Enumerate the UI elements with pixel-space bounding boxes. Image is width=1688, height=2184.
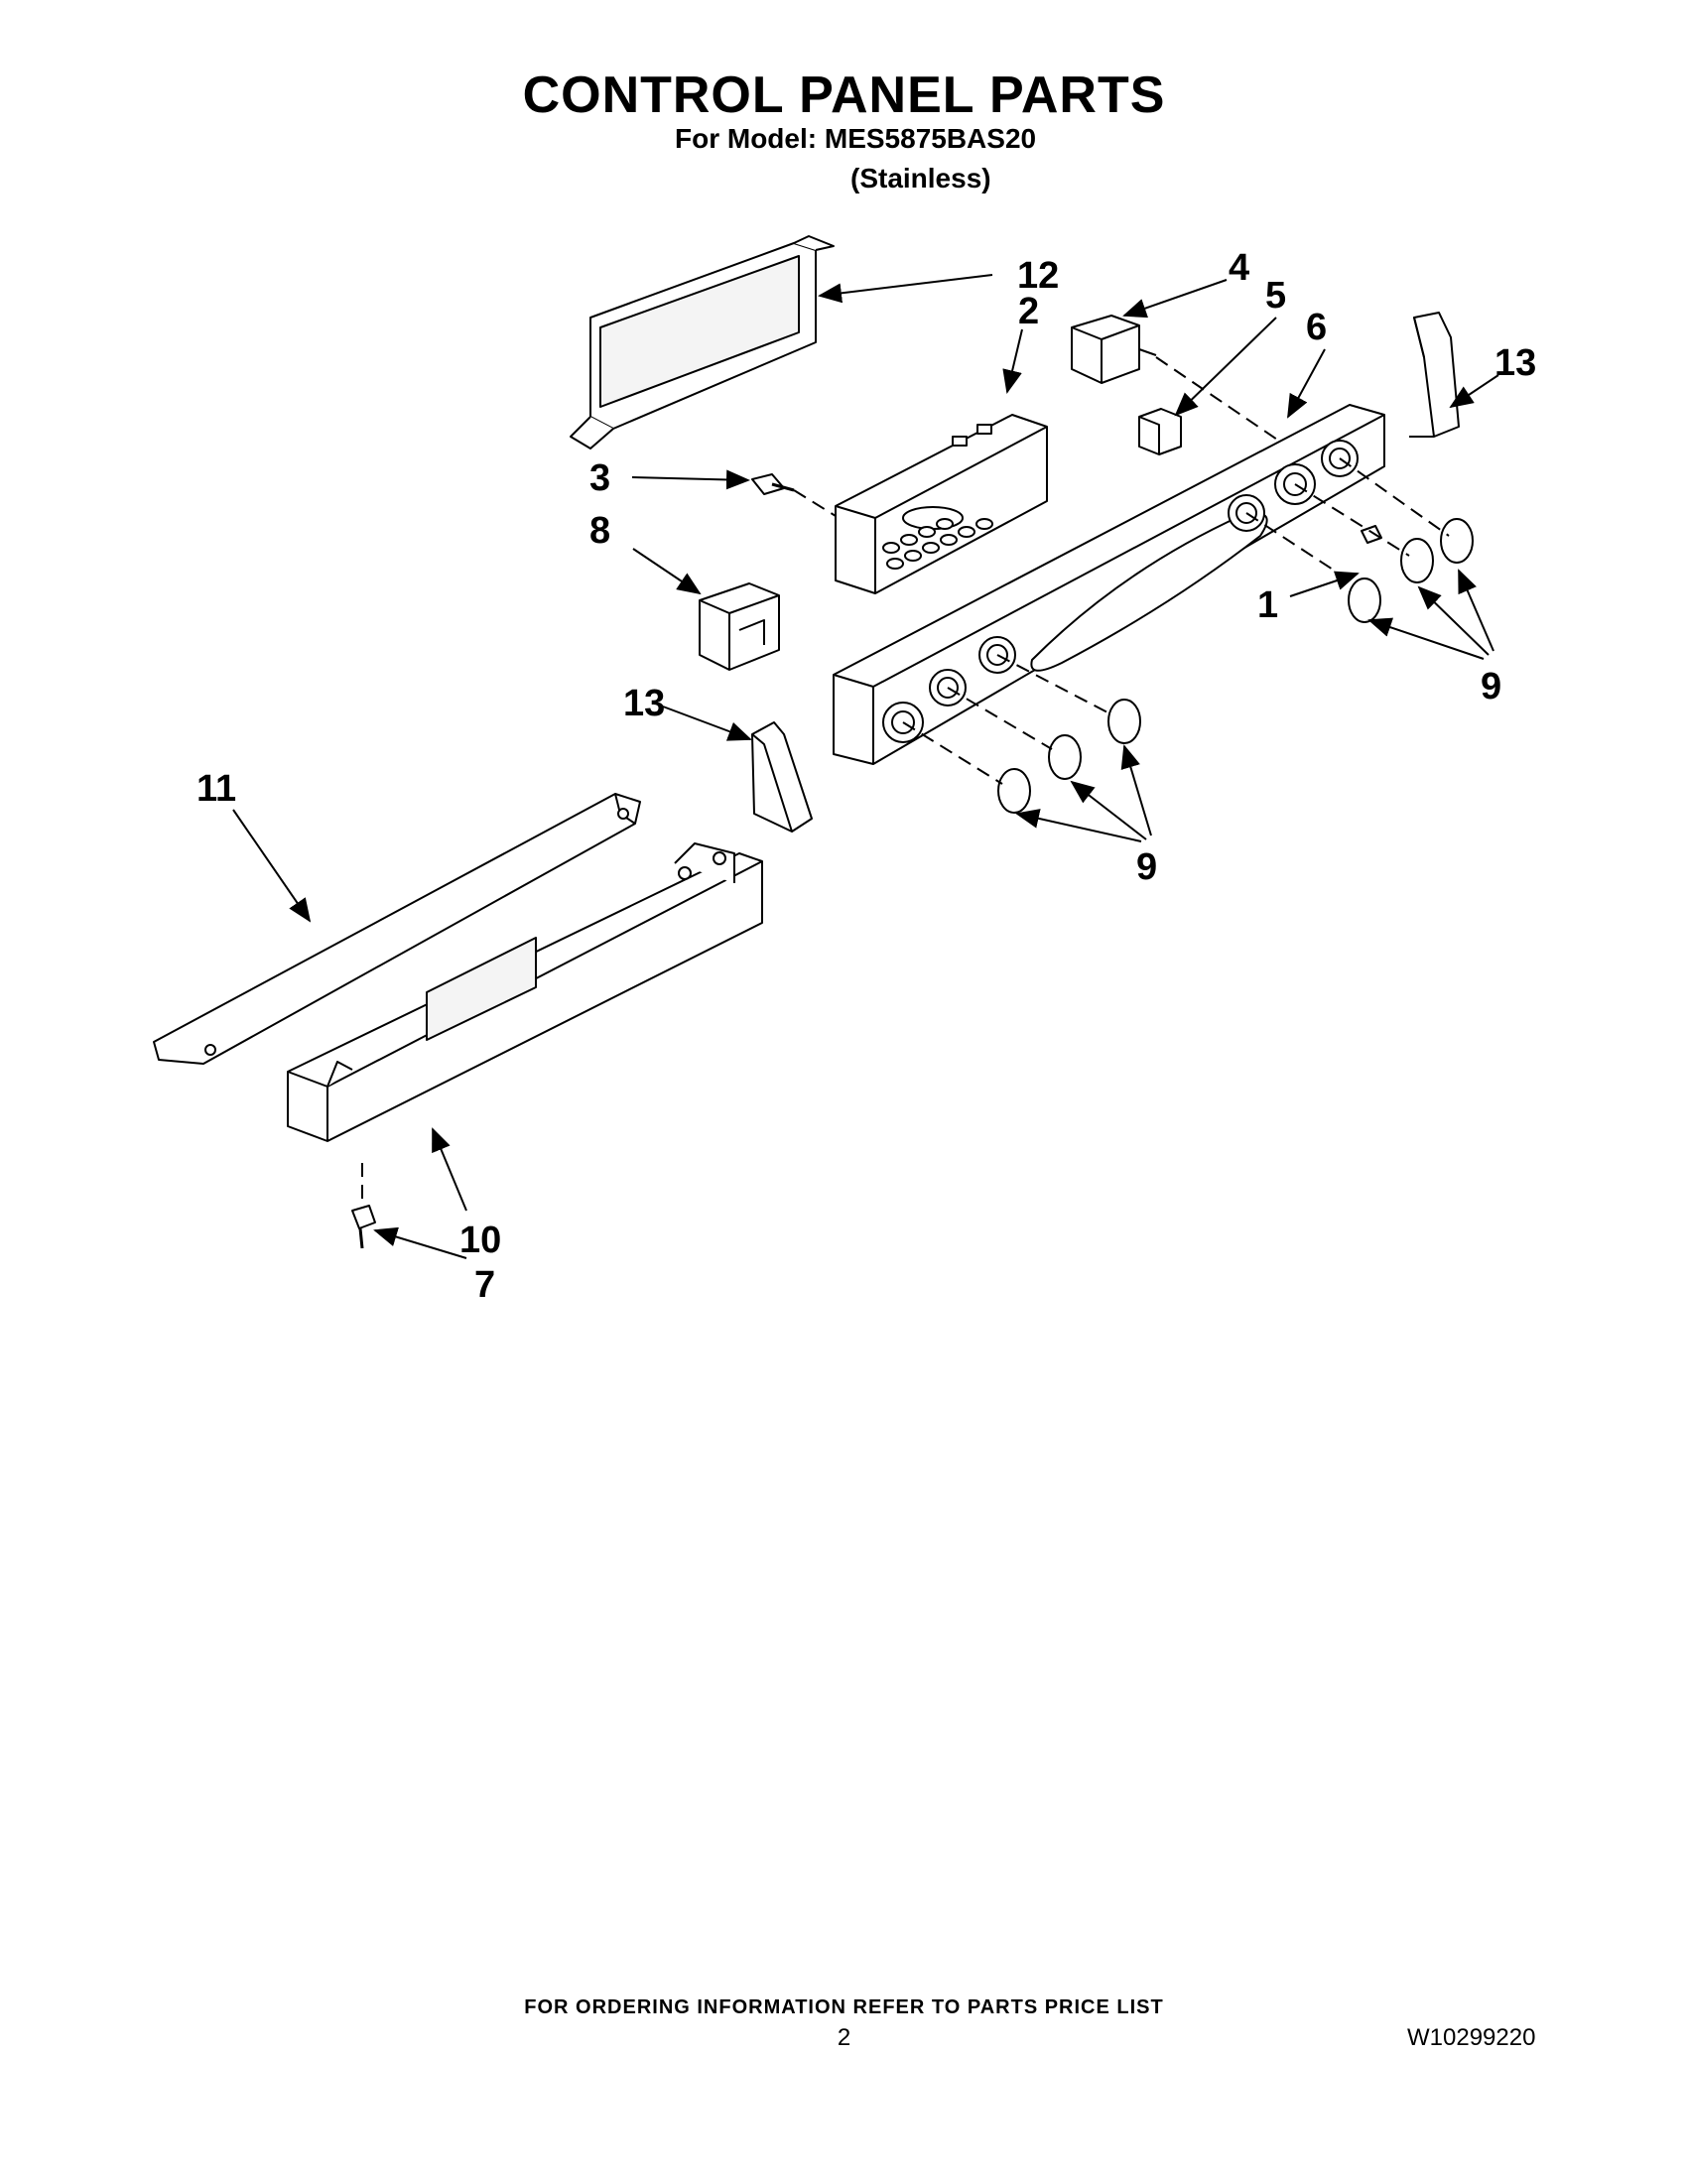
callout-4: 4 — [1229, 247, 1249, 289]
callout-9-upper: 9 — [1481, 666, 1501, 707]
ordering-note: FOR ORDERING INFORMATION REFER TO PARTS … — [524, 1996, 1164, 2018]
callout-1: 1 — [1257, 584, 1278, 626]
callout-2: 2 — [1018, 291, 1039, 332]
callout-6: 6 — [1306, 307, 1327, 348]
callout-7: 7 — [474, 1264, 495, 1306]
page-number: 2 — [837, 2024, 851, 2051]
callout-13-right: 13 — [1494, 342, 1536, 384]
part-6-control-panel — [833, 404, 1385, 765]
callout-8: 8 — [589, 510, 610, 552]
callout-13-left: 13 — [623, 683, 665, 724]
page-title: CONTROL PANEL PARTS — [522, 66, 1166, 124]
callout-12: 12 — [1017, 255, 1059, 297]
part-2-control-board — [835, 414, 1048, 594]
part-13-end-cap-left — [751, 721, 813, 833]
part-12-bracket — [570, 235, 835, 450]
part-10-base-plate — [287, 842, 763, 1142]
part-5-switch — [1138, 408, 1182, 455]
part-8-component — [699, 582, 780, 671]
part-4-switch — [1071, 315, 1157, 384]
part-3-screw — [751, 473, 795, 495]
part-7-screw — [351, 1205, 376, 1249]
part-9-knobs-lower — [997, 699, 1141, 814]
model-line: For Model: MES5875BAS20 — [675, 123, 1037, 154]
part-11-bracket — [153, 793, 641, 1065]
assembly-lines — [361, 356, 1450, 1203]
callout-10: 10 — [459, 1220, 501, 1261]
finish-line: (Stainless) — [850, 163, 991, 193]
part-1-screw — [1361, 525, 1382, 544]
callout-3: 3 — [589, 457, 610, 499]
part-9-knobs-upper — [1348, 518, 1474, 623]
callout-11: 11 — [196, 768, 236, 810]
part-13-end-cap-right — [1409, 312, 1460, 438]
callout-9-lower: 9 — [1136, 846, 1157, 888]
callout-5: 5 — [1265, 275, 1286, 317]
document-number: W10299220 — [1407, 2024, 1536, 2051]
leader-arrows — [232, 274, 1499, 1259]
